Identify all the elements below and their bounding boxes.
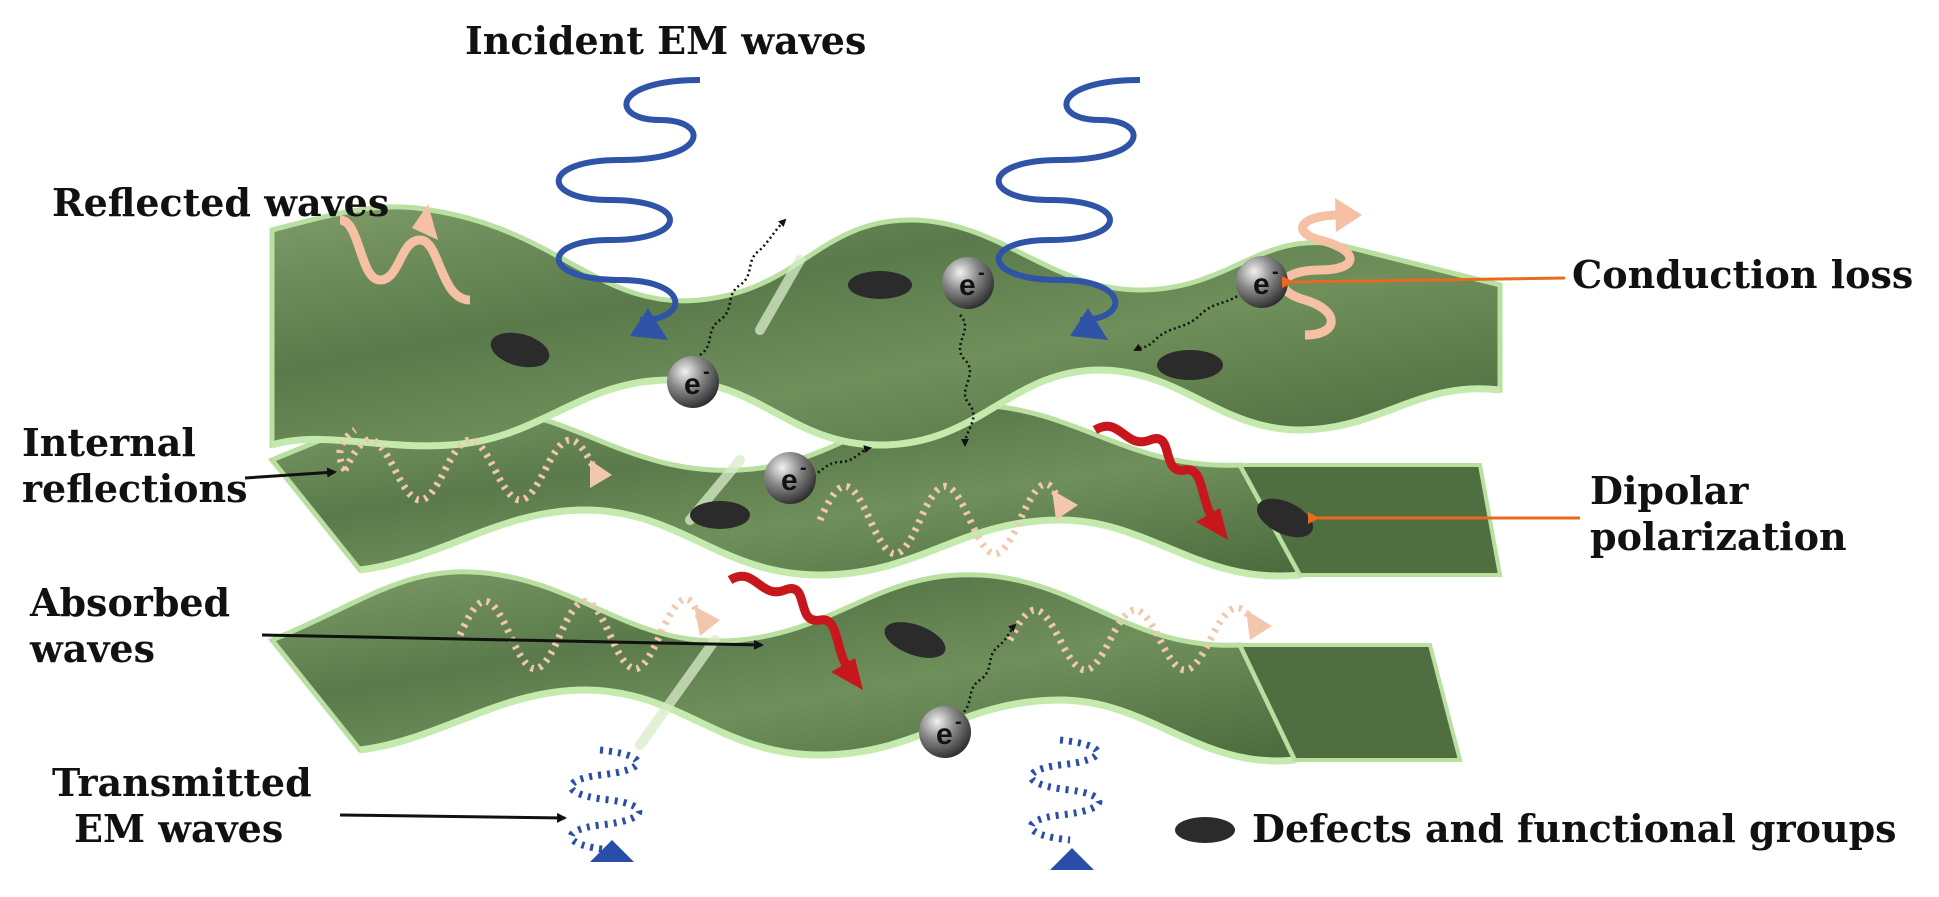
electron-charge: -	[800, 457, 807, 479]
internal-reflections-line-1: Internal	[22, 420, 196, 465]
defect-oval	[848, 271, 912, 299]
electron-1: e -	[667, 356, 719, 408]
electron-paths	[699, 218, 1246, 717]
transmitted-waves-line-1: Transmitted	[52, 760, 312, 805]
electron-label: e	[684, 368, 701, 401]
transmitted-wave-right	[1027, 736, 1103, 844]
electron-charge: -	[978, 262, 985, 284]
electron-charge: -	[955, 711, 962, 733]
electron-charge: -	[703, 361, 710, 383]
defect-oval	[490, 332, 550, 368]
internal-reflections-arrow	[244, 467, 337, 480]
transmitted-wave-left	[567, 746, 643, 854]
electron-label: e	[781, 464, 798, 497]
conduction-loss-arrow	[1281, 276, 1566, 289]
defect-oval	[1256, 498, 1314, 538]
internal-wave-2-head	[1052, 490, 1078, 520]
internal-reflections-line-2: reflections	[22, 466, 248, 512]
transmitted-arrow-left	[590, 840, 634, 862]
transmitted-waves-arrow	[339, 812, 567, 823]
internal-wave-4-head	[1246, 610, 1272, 640]
electron-label: e	[936, 718, 953, 751]
internal-wave-3-head	[694, 606, 720, 636]
legend-label: Defects and functional groups	[1252, 806, 1897, 851]
internal-wave-1	[336, 427, 599, 504]
electron-charge: -	[1272, 261, 1279, 283]
reflected-wave-left	[338, 204, 471, 305]
electron-label: e	[959, 269, 976, 302]
dipolar-polarization-line-2: polarization	[1590, 514, 1847, 560]
incident-wave-left	[555, 77, 701, 340]
absorbed-wave-2	[727, 571, 863, 690]
conduction-loss-label: Conduction loss	[1572, 252, 1914, 297]
absorbed-waves-arrow	[261, 633, 764, 650]
reflected-waves-label: Reflected waves	[52, 180, 390, 225]
internal-wave-2	[816, 480, 1064, 557]
absorbed-waves-line-1: Absorbed	[30, 580, 231, 625]
incident-wave-right	[995, 77, 1141, 340]
sheet-bottom	[267, 569, 1299, 765]
defect-oval	[884, 622, 946, 658]
incident-waves-label: Incident EM waves	[465, 18, 867, 63]
dipolar-polarization-label: Dipolar polarization	[1590, 468, 1847, 561]
reflected-wave-right	[1279, 198, 1362, 340]
electron-2: e -	[942, 257, 994, 309]
defects	[490, 271, 1314, 658]
dipolar-polarization-line-1: Dipolar	[1590, 468, 1749, 513]
electron-4: e -	[764, 452, 816, 504]
sheet-bottom-side	[1236, 643, 1463, 762]
defect-oval	[690, 501, 750, 529]
electron-5: e -	[919, 706, 971, 758]
sheet-top	[269, 204, 1503, 450]
electron-label: e	[1253, 268, 1270, 301]
transmitted-arrow-right	[1050, 848, 1094, 870]
internal-reflections-label: Internal reflections	[22, 420, 248, 513]
transmitted-waves-label: Transmitted EM waves	[52, 760, 312, 853]
internal-wave-4	[1006, 604, 1259, 674]
internal-wave-1-head	[590, 460, 612, 488]
transmitted-waves-line-2: EM waves	[74, 806, 284, 852]
internal-wave-3	[456, 595, 704, 672]
electron-3: e -	[1236, 256, 1288, 308]
absorbed-waves-label: Absorbed waves	[30, 580, 230, 673]
sheet-middle-side	[1236, 463, 1503, 577]
defect-oval	[1157, 350, 1223, 380]
absorbed-waves-line-2: waves	[30, 626, 155, 672]
absorbed-wave-1	[1092, 421, 1228, 540]
legend-defect-oval	[1175, 817, 1235, 843]
